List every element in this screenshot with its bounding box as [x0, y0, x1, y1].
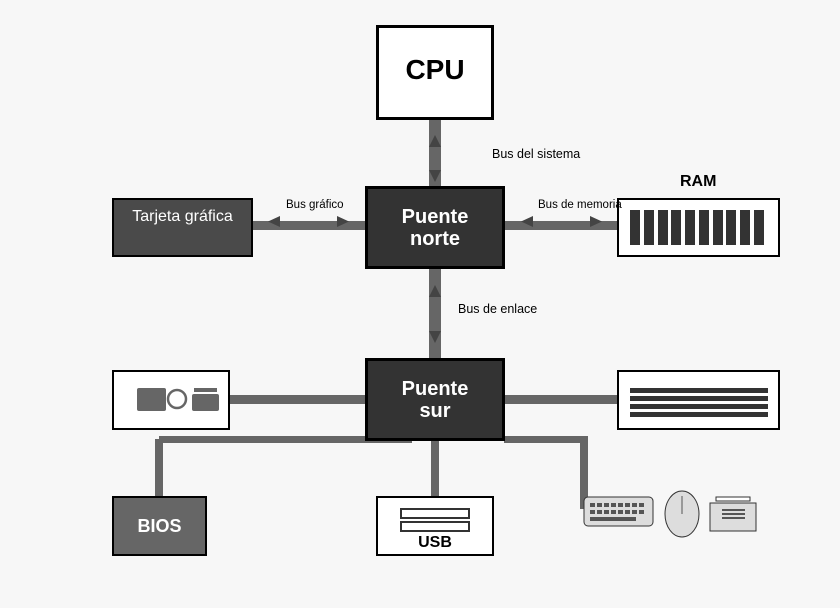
- printer-icon: [709, 496, 757, 532]
- southbridge-box: Puente sur: [365, 358, 505, 441]
- ram-label: RAM: [680, 173, 717, 190]
- memory-bus-line: [504, 221, 619, 230]
- usb-bus-vertical: [431, 439, 439, 498]
- drive-bays-box: [617, 370, 780, 430]
- ram-chips-icon: [630, 210, 764, 245]
- southbridge-label-line2: sur: [419, 399, 451, 422]
- usb-label: USB: [418, 534, 452, 551]
- ports-icon: [137, 388, 219, 411]
- bios-bus-horizontal: [159, 436, 412, 443]
- bios-bus-vertical: [155, 439, 163, 498]
- bios-box: BIOS: [112, 496, 207, 556]
- ports-box: [112, 370, 230, 430]
- cpu-box: CPU: [376, 25, 494, 120]
- graphics-bus-label: Bus gráfico: [286, 199, 344, 211]
- memory-bus-label: Bus de memoria: [538, 199, 622, 211]
- peripherals-bus-horizontal: [504, 436, 588, 443]
- peripherals-bus-vertical: [580, 439, 588, 509]
- usb-port-icon: [400, 508, 470, 532]
- graphics-card-box: Tarjeta gráfica: [112, 198, 253, 257]
- northbridge-box: Puente norte: [365, 186, 505, 269]
- ram-box: [617, 198, 780, 257]
- keyboard-icon: [583, 496, 654, 527]
- graphics-bus-arrow-right: [337, 216, 349, 227]
- northbridge-label-line1: Puente: [401, 205, 469, 228]
- southbridge-label-line1: Puente: [401, 377, 469, 400]
- link-bus-label: Bus de enlace: [458, 302, 538, 316]
- memory-bus-arrow-left: [521, 216, 533, 227]
- cpu-label: CPU: [405, 53, 465, 85]
- mouse-icon: [664, 490, 700, 538]
- bios-label: BIOS: [137, 515, 182, 536]
- graphics-bus-line: [251, 221, 366, 230]
- south-left-bus: [228, 395, 366, 404]
- system-bus-arrow-up: [429, 135, 441, 147]
- system-bus-label: Bus del sistema: [492, 147, 581, 161]
- memory-bus-arrow-right: [590, 216, 602, 227]
- drive-bays-icon: [630, 388, 768, 417]
- south-right-bus: [504, 395, 619, 404]
- graphics-card-label: Tarjeta gráfica: [132, 208, 233, 225]
- link-bus-arrow-down: [429, 331, 441, 343]
- system-bus-arrow-down: [429, 170, 441, 182]
- usb-box: USB: [376, 496, 494, 556]
- link-bus-arrow-up: [429, 285, 441, 297]
- graphics-bus-arrow-left: [268, 216, 280, 227]
- northbridge-label-line2: norte: [410, 227, 460, 250]
